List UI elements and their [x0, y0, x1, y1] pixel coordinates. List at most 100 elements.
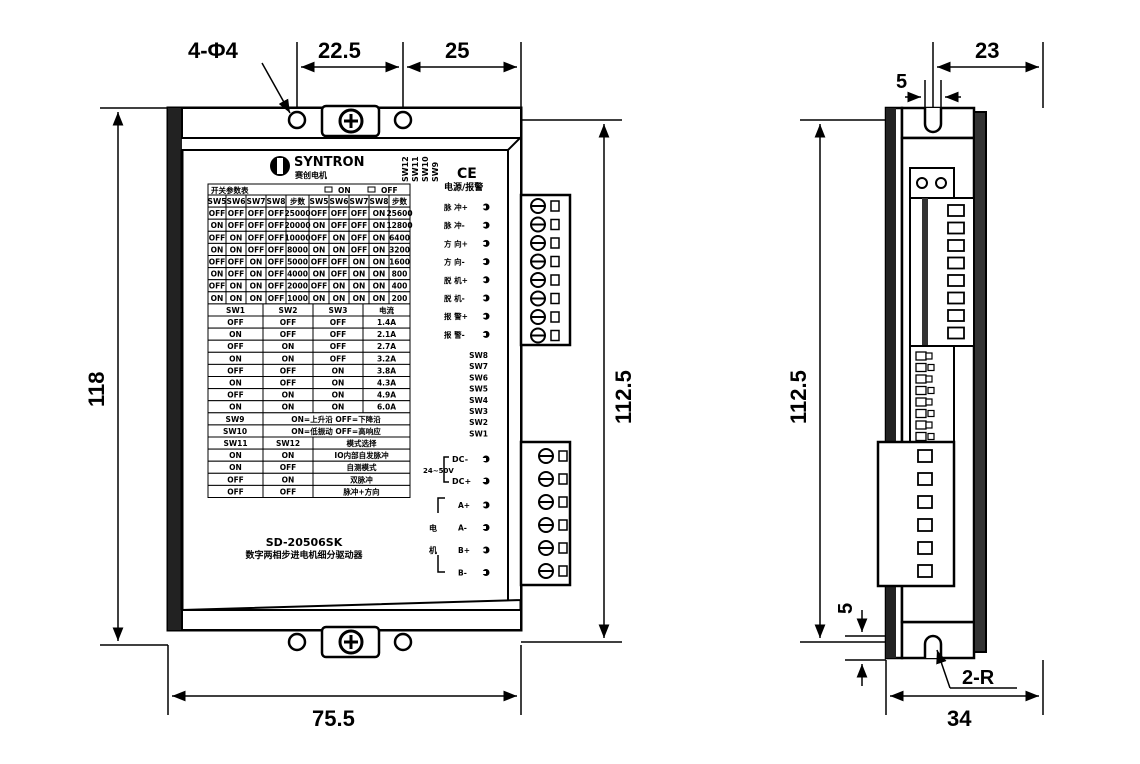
- side-23-dimension: 23: [975, 38, 999, 63]
- table-cell: ON: [211, 294, 224, 303]
- table-cell: OFF: [227, 391, 244, 400]
- table-cell: 20000: [284, 221, 310, 230]
- voltage-label: 24~50V: [423, 467, 454, 475]
- hole-spacing-dimension: 22.5: [318, 38, 361, 63]
- table-cell: 1000: [287, 294, 308, 303]
- signal-terminal-label: 脉 冲-: [443, 220, 465, 230]
- table-cell: OFF: [330, 318, 347, 327]
- table-cell: 2000: [287, 282, 308, 291]
- table-cell: ON: [282, 451, 295, 460]
- table-header-cell: SW8: [267, 197, 286, 206]
- table-cell: OFF: [268, 282, 285, 291]
- table-cell: ON: [282, 403, 295, 412]
- holes-dimension: 4-Φ4: [188, 38, 239, 63]
- height-112-5-front-dimension: 112.5: [611, 370, 636, 424]
- table-cell: ON: [313, 294, 326, 303]
- signal-connector: [519, 193, 572, 347]
- table-header-cell: 模式选择: [347, 438, 377, 448]
- table-cell: 5000: [287, 258, 308, 267]
- signal-terminal-label: 报 警+: [444, 311, 468, 321]
- motor-terminal-label: A+: [458, 501, 470, 510]
- table-cell: ON: [282, 391, 295, 400]
- table-cell: ON: [333, 233, 346, 242]
- table-cell: SW10: [223, 427, 247, 436]
- table-cell: SW9: [226, 415, 245, 424]
- table-cell: ON: [282, 475, 295, 484]
- width-dimension: 75.5: [312, 706, 355, 731]
- table-header-cell: SW5: [310, 197, 329, 206]
- table-cell: OFF: [228, 209, 245, 218]
- table-cell: ON: [229, 354, 242, 363]
- signal-terminal-label: 方 向-: [444, 257, 465, 267]
- table-cell: OFF: [311, 233, 328, 242]
- table-cell: OFF: [209, 233, 226, 242]
- side-dimension-labels: 23 5 112.5 5 2-R 34: [786, 38, 999, 731]
- switch-label: SW11: [411, 156, 420, 182]
- motor-label-1: 电: [429, 523, 437, 533]
- dip-switch-label: SW2: [469, 418, 488, 427]
- table-cell: OFF: [209, 282, 226, 291]
- table-cell: ON: [373, 282, 386, 291]
- table-cell: OFF: [227, 318, 244, 327]
- table-cell: ON: [229, 463, 242, 472]
- motor-terminal-label: B+: [458, 546, 470, 555]
- table-cell: ON: [353, 258, 366, 267]
- table-cell: OFF: [228, 270, 245, 279]
- signal-terminal-labels: 脉 冲+脉 冲-方 向+方 向-脱 机+脱 机-报 警+报 警-: [443, 202, 490, 339]
- table-cell: ON: [230, 294, 243, 303]
- table-cell: ON: [313, 245, 326, 254]
- model-number: SD-20506SK: [266, 536, 343, 549]
- table-cell: ON: [332, 366, 345, 375]
- table-cell: 2.7A: [377, 342, 396, 351]
- table-cell: 脉冲+方向: [342, 486, 379, 496]
- table-cell: OFF: [280, 379, 297, 388]
- signal-header: 电源/报警: [444, 181, 483, 193]
- table-cell: OFF: [268, 221, 285, 230]
- table-cell: 3.8A: [377, 366, 396, 375]
- table-cell: 800: [392, 270, 408, 279]
- table-cell: OFF: [351, 245, 368, 254]
- table-cell: 双脉冲: [350, 474, 373, 484]
- table-cell: OFF: [331, 270, 348, 279]
- table-header-cell: SW7: [247, 197, 266, 206]
- table-cell: ON: [373, 221, 386, 230]
- table-cell: 2.1A: [377, 330, 396, 339]
- table-cell: OFF: [280, 330, 297, 339]
- table-cell: ON: [250, 282, 263, 291]
- power-connector: [519, 440, 572, 587]
- table-cell: OFF: [330, 330, 347, 339]
- radius-dimension: 2-R: [962, 667, 995, 689]
- table-cell: OFF: [228, 221, 245, 230]
- top-switch-labels: SW12 SW11 SW10 SW9: [401, 156, 440, 182]
- signal-terminal-label: 脱 机+: [444, 275, 468, 285]
- dip-switch-label: SW1: [469, 429, 488, 438]
- table-cell: ON: [229, 330, 242, 339]
- table-header-cell: SW11: [223, 439, 247, 448]
- motor-label-2: 机: [429, 545, 437, 555]
- brand-name: SYNTRON: [294, 155, 364, 170]
- motor-terminal-labels: 电 机 A+A-B+B-: [429, 497, 490, 578]
- table-cell: OFF: [268, 294, 285, 303]
- table-cell: ON=低振动 OFF=高响应: [291, 426, 381, 436]
- table-title: 开关参数表: [211, 185, 249, 195]
- table-cell: OFF: [227, 475, 244, 484]
- table-cell: OFF: [331, 258, 348, 267]
- table-cell: ON=上升沿 OFF=下降沿: [291, 414, 381, 424]
- table-header-cell: SW5: [208, 197, 227, 206]
- signal-terminal-label: 脉 冲+: [443, 202, 468, 212]
- table-cell: 6400: [389, 233, 410, 242]
- table-cell: ON: [332, 391, 345, 400]
- dip-switch-label: SW6: [469, 373, 488, 382]
- table-cell: ON: [332, 379, 345, 388]
- table-cell: ON: [230, 245, 243, 254]
- motor-terminal-label: B-: [458, 569, 467, 578]
- table-cell: OFF: [248, 233, 265, 242]
- table-cell: OFF: [268, 270, 285, 279]
- front-dimensions: [100, 42, 622, 715]
- switch-label: SW12: [401, 156, 410, 182]
- table-cell: OFF: [311, 209, 328, 218]
- table-cell: ON: [333, 282, 346, 291]
